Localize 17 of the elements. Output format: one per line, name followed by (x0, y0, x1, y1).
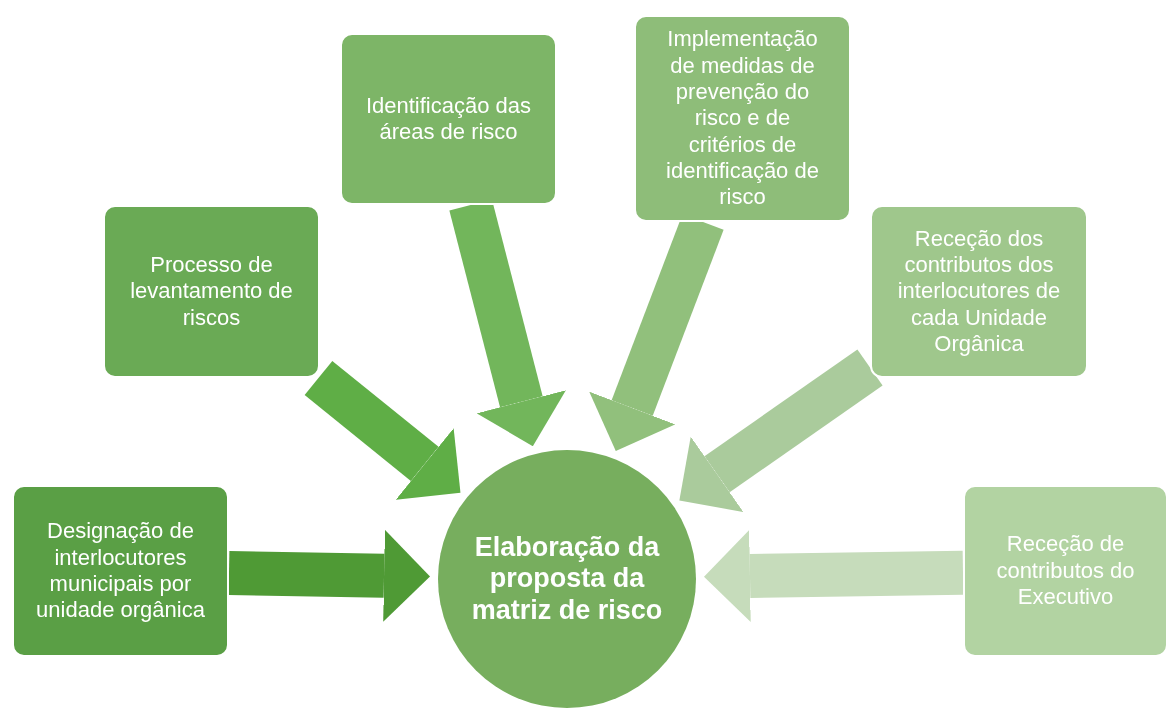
process-box (12, 485, 229, 657)
process-box (634, 15, 851, 222)
block-arrow (304, 360, 461, 500)
process-box (963, 485, 1168, 657)
node-text: Receção de contributos do Executivo (995, 531, 1136, 611)
block-arrow (228, 529, 430, 622)
process-box (103, 205, 320, 378)
node-text: Receção dos contributos dos interlocutores de cada Unidade Orgânica (896, 225, 1062, 358)
process-box (340, 33, 557, 205)
process-box (870, 205, 1088, 378)
node-text: Identificação das áreas de risco (364, 92, 533, 146)
node-text: Implementação de medidas de prevenção do risco e de critérios de identificação de risco (665, 26, 820, 211)
node-text: Processo de levantamento de riscos (129, 251, 294, 332)
node-text: Elaboração da proposta da matriz de risco (470, 532, 664, 626)
block-arrow (679, 349, 883, 512)
node-text: Designação de interlocutores municipais por unidade orgânica (35, 518, 206, 624)
block-arrow (704, 530, 964, 623)
